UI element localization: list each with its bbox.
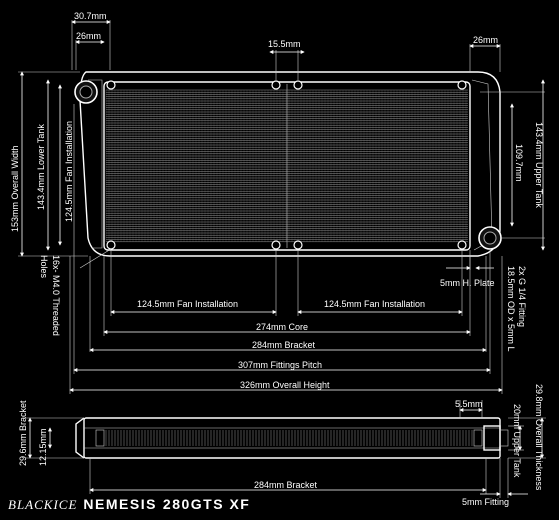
label-fan-installation-left: 124.5mm Fan Installation [137,299,238,309]
fitting-port [79,85,93,99]
label-326mm-overall-height: 326mm Overall Height [240,380,330,390]
mounting-hole [293,80,303,90]
label-5mm-h-plate: 5mm H. Plate [440,278,495,288]
label-2x-g14-fitting: 2x G 1/4 Fitting [517,266,527,327]
label-20mm-upper-tank: 20mm Upper Tank [512,404,522,478]
side-dimensions: 29.6mm Bracket 12.15mm 5.5mm 20mm Upper … [18,384,546,507]
label-29-6mm-bracket: 29.6mm Bracket [18,400,28,466]
fitting-port [483,231,497,245]
label-284mm-bracket-top: 284mm Bracket [252,340,316,350]
label-124-5mm-fan-installation-vertical: 124.5mm Fan Installation [64,121,74,222]
label-143-4mm-lower-tank: 143.4mm Lower Tank [36,124,46,210]
label-5-5mm: 5.5mm [455,399,483,409]
brand-model: 280GTS XF [162,496,251,512]
label-284mm-bracket-bottom: 284mm Bracket [254,480,318,490]
mounting-hole [293,240,303,250]
label-29-8mm-overall-thickness: 29.8mm Overall Thickness [534,384,544,491]
label-26mm-left: 26mm [76,31,101,41]
mounting-hole [457,80,467,90]
bottom-dimensions: 124.5mm Fan Installation 124.5mm Fan Ins… [69,104,503,394]
label-26mm-right: 26mm [473,35,498,45]
label-30-7mm: 30.7mm [74,11,107,21]
fittings [74,80,502,250]
mounting-hole [106,80,116,90]
threaded-holes-callout: 16x- M4.0 Threaded Holes [39,248,112,336]
label-109-7mm: 109.7mm [514,144,524,182]
brand-logo: BLACKICE NEMESIS 280GTS XF [8,496,250,514]
label-18-5mm-od: 18.5mm OD x 5mm L [506,266,516,352]
mounting-hole [457,240,467,250]
label-12-15mm: 12.15mm [38,428,48,466]
top-dimensions: 30.7mm 26mm 15.5mm 26mm [71,11,501,80]
mounting-holes [106,80,467,250]
mounting-hole [271,80,281,90]
mounting-hole [106,240,116,250]
label-16x-m4-threaded: 16x- M4.0 Threaded [51,255,61,336]
radiator-side-view [75,417,509,459]
label-5mm-fitting: 5mm Fitting [462,497,509,507]
label-15-5mm: 15.5mm [268,39,301,49]
brand-maker: BLACKICE [8,497,78,512]
radiator-front-view [74,71,502,257]
label-143-4mm-upper-tank: 143.4mm Upper Tank [534,122,544,208]
right-dimensions: 143.4mm Upper Tank 109.7mm 2x G 1/4 Fitt… [480,79,545,352]
label-fan-installation-right: 124.5mm Fan Installation [324,299,425,309]
label-holes: Holes [39,255,49,279]
label-153mm-overall-width: 153mm Overall Width [10,145,20,232]
mounting-hole [271,240,281,250]
label-274mm-core: 274mm Core [256,322,308,332]
label-307mm-fittings-pitch: 307mm Fittings Pitch [238,360,322,370]
brand-product: NEMESIS [83,496,157,512]
left-dimensions: 153mm Overall Width 143.4mm Lower Tank 1… [10,71,88,257]
fin-grid [105,89,468,243]
